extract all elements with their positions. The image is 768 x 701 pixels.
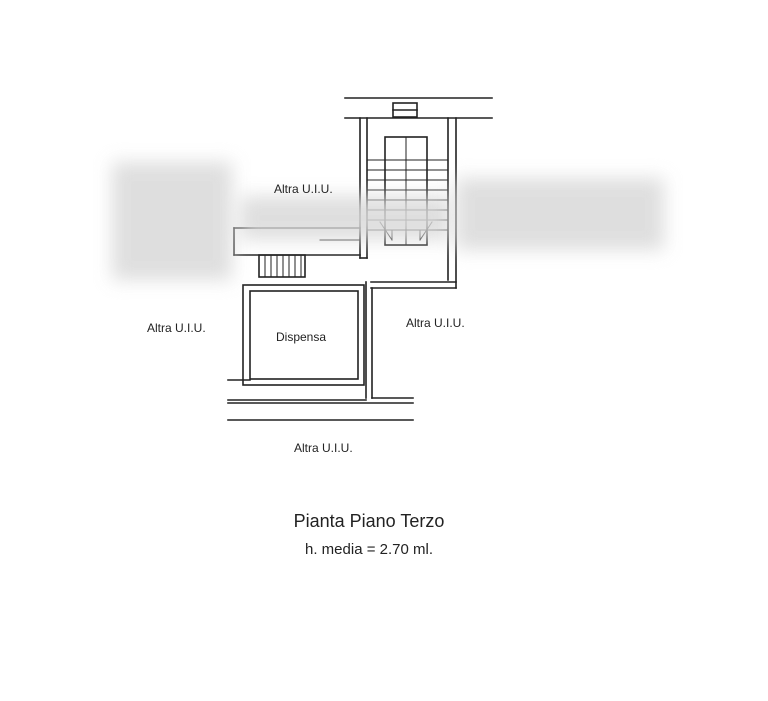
- label-dispensa: Dispensa: [276, 330, 327, 344]
- label-altra-left: Altra U.I.U.: [147, 321, 206, 335]
- label-altra-right: Altra U.I.U.: [406, 316, 465, 330]
- plan-title: Pianta Piano Terzo: [293, 511, 445, 531]
- privacy-blur-center: [240, 196, 450, 240]
- privacy-blur-left: [112, 162, 232, 280]
- dispensa-room-outer: [242, 284, 365, 386]
- privacy-blur-right: [456, 178, 664, 250]
- small-stair: [258, 254, 306, 278]
- label-altra-bottom: Altra U.I.U.: [294, 441, 353, 455]
- plan-subtitle: h. media = 2.70 ml.: [305, 541, 433, 558]
- dispensa-room-inner: [249, 290, 359, 380]
- label-altra-top: Altra U.I.U.: [274, 182, 333, 196]
